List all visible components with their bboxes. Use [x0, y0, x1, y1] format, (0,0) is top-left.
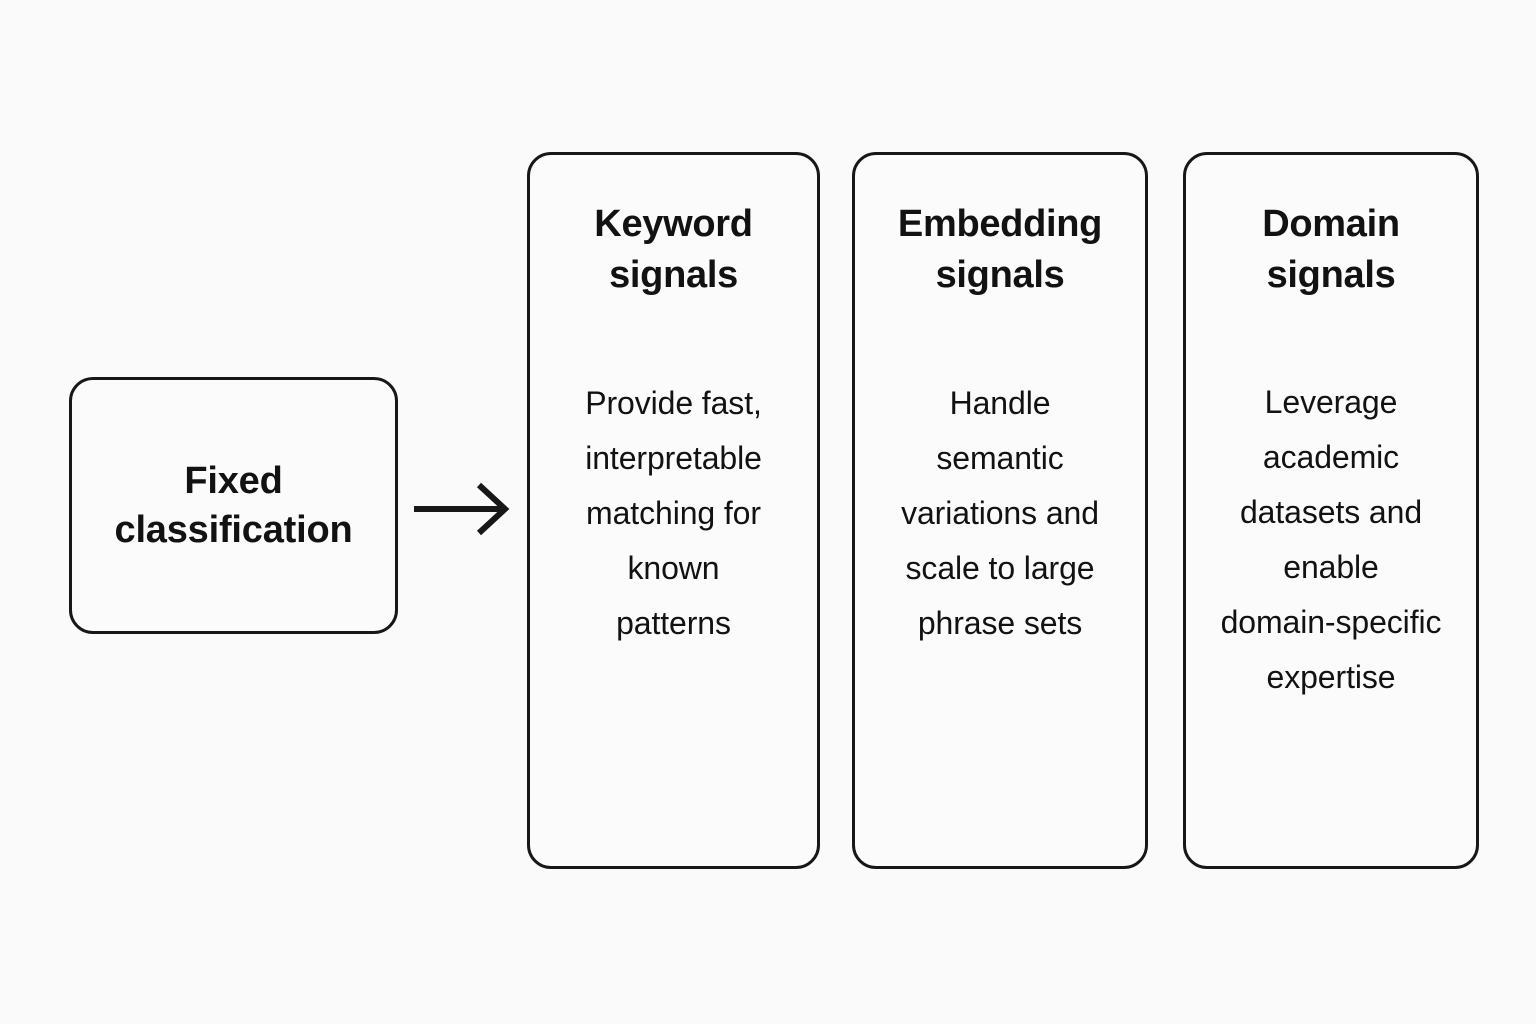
signal-card-body: Leverage academic datasets and enable do…	[1220, 384, 1442, 696]
signal-card-body: Provide fast, interpretable matching for…	[585, 385, 762, 642]
source-node-label: Fixed classification	[114, 459, 353, 551]
signal-card-keyword[interactable]: Keyword signals Provide fast, interpreta…	[527, 152, 820, 869]
signal-card-title: Embedding signals	[897, 203, 1103, 296]
signal-card-embedding[interactable]: Embedding signals Handle semantic variat…	[852, 152, 1148, 869]
signal-card-title: Domain signals	[1262, 203, 1400, 296]
source-node-fixed-classification[interactable]: Fixed classification	[69, 377, 398, 634]
signal-card-title: Keyword signals	[594, 203, 753, 296]
signal-card-domain[interactable]: Domain signals Leverage academic dataset…	[1183, 152, 1479, 869]
arrow-right-icon	[408, 478, 516, 540]
signal-card-body: Handle semantic variations and scale to …	[901, 385, 1099, 642]
